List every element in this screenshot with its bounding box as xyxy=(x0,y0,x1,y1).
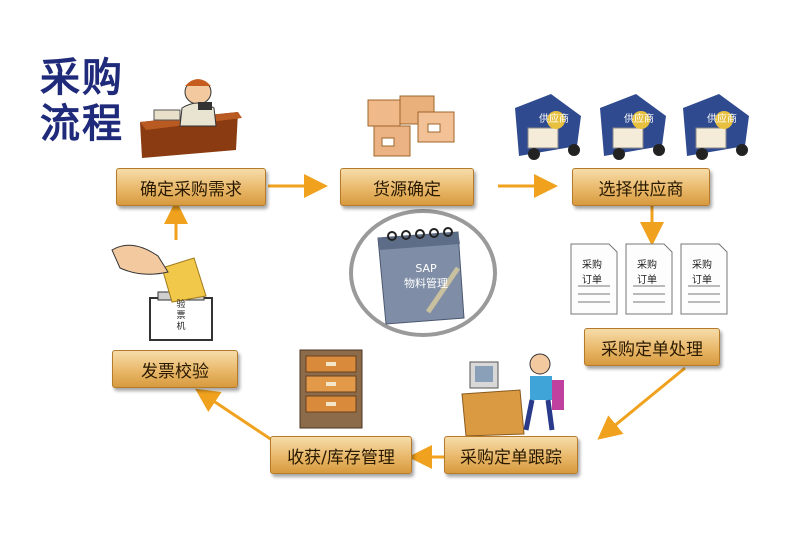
doc-line-1: 采购 xyxy=(637,260,657,271)
doc-line-2: 订单 xyxy=(582,275,602,286)
truck-icon xyxy=(600,94,666,160)
doc-line-1: 采购 xyxy=(582,260,602,271)
invoice-machine-label: 验 票 机 xyxy=(172,300,190,333)
storage-shelf-icon xyxy=(299,349,363,429)
title-line-1: 采购 xyxy=(40,54,124,101)
machine-line-3: 机 xyxy=(176,322,186,332)
doc-line-2: 订单 xyxy=(637,275,657,286)
doc-line-2: 订单 xyxy=(692,275,712,286)
purchase-orders xyxy=(570,243,728,315)
truck-label: 供应商 xyxy=(539,114,569,125)
step-vendor: 选择供应商 xyxy=(572,168,710,206)
document-icon xyxy=(625,243,673,315)
truck-label: 供应商 xyxy=(707,114,737,125)
step-order-process: 采购定单处理 xyxy=(584,328,720,366)
flow-arrows xyxy=(164,174,686,469)
truck-icon xyxy=(683,94,749,160)
step-requirement: 确定采购需求 xyxy=(116,168,266,206)
computer-worker-icon xyxy=(461,353,564,437)
invoice-machine-icon xyxy=(111,244,213,341)
packages-icon xyxy=(367,95,455,157)
step-receive: 收获/库存管理 xyxy=(270,436,412,474)
order-doc-label: 采购 订单 xyxy=(574,256,610,286)
arrow-process-to-track xyxy=(597,366,686,440)
order-doc-label: 采购 订单 xyxy=(684,256,720,286)
sap-notepad-icon xyxy=(349,209,497,337)
sap-label: SAP 物料管理 xyxy=(396,262,456,291)
doc-line-1: 采购 xyxy=(692,260,712,271)
document-icon xyxy=(570,243,618,315)
phone-operator-icon xyxy=(140,79,242,158)
arrow-receive-to-invoice xyxy=(195,388,273,442)
document-icon xyxy=(680,243,728,315)
step-invoice: 发票校验 xyxy=(112,350,238,388)
title-line-2: 流程 xyxy=(40,100,124,147)
order-doc-label: 采购 订单 xyxy=(629,256,665,286)
machine-line-2: 票 xyxy=(176,311,186,321)
truck-icon xyxy=(515,94,581,160)
supplier-trucks xyxy=(515,94,749,160)
step-order-track: 采购定单跟踪 xyxy=(444,436,578,474)
truck-label: 供应商 xyxy=(624,114,654,125)
sap-line-2: 物料管理 xyxy=(404,277,448,290)
page-title: 采购 流程 xyxy=(40,55,124,147)
step-source: 货源确定 xyxy=(340,168,474,206)
sap-line-1: SAP xyxy=(415,262,437,275)
machine-line-1: 验 xyxy=(176,300,186,310)
